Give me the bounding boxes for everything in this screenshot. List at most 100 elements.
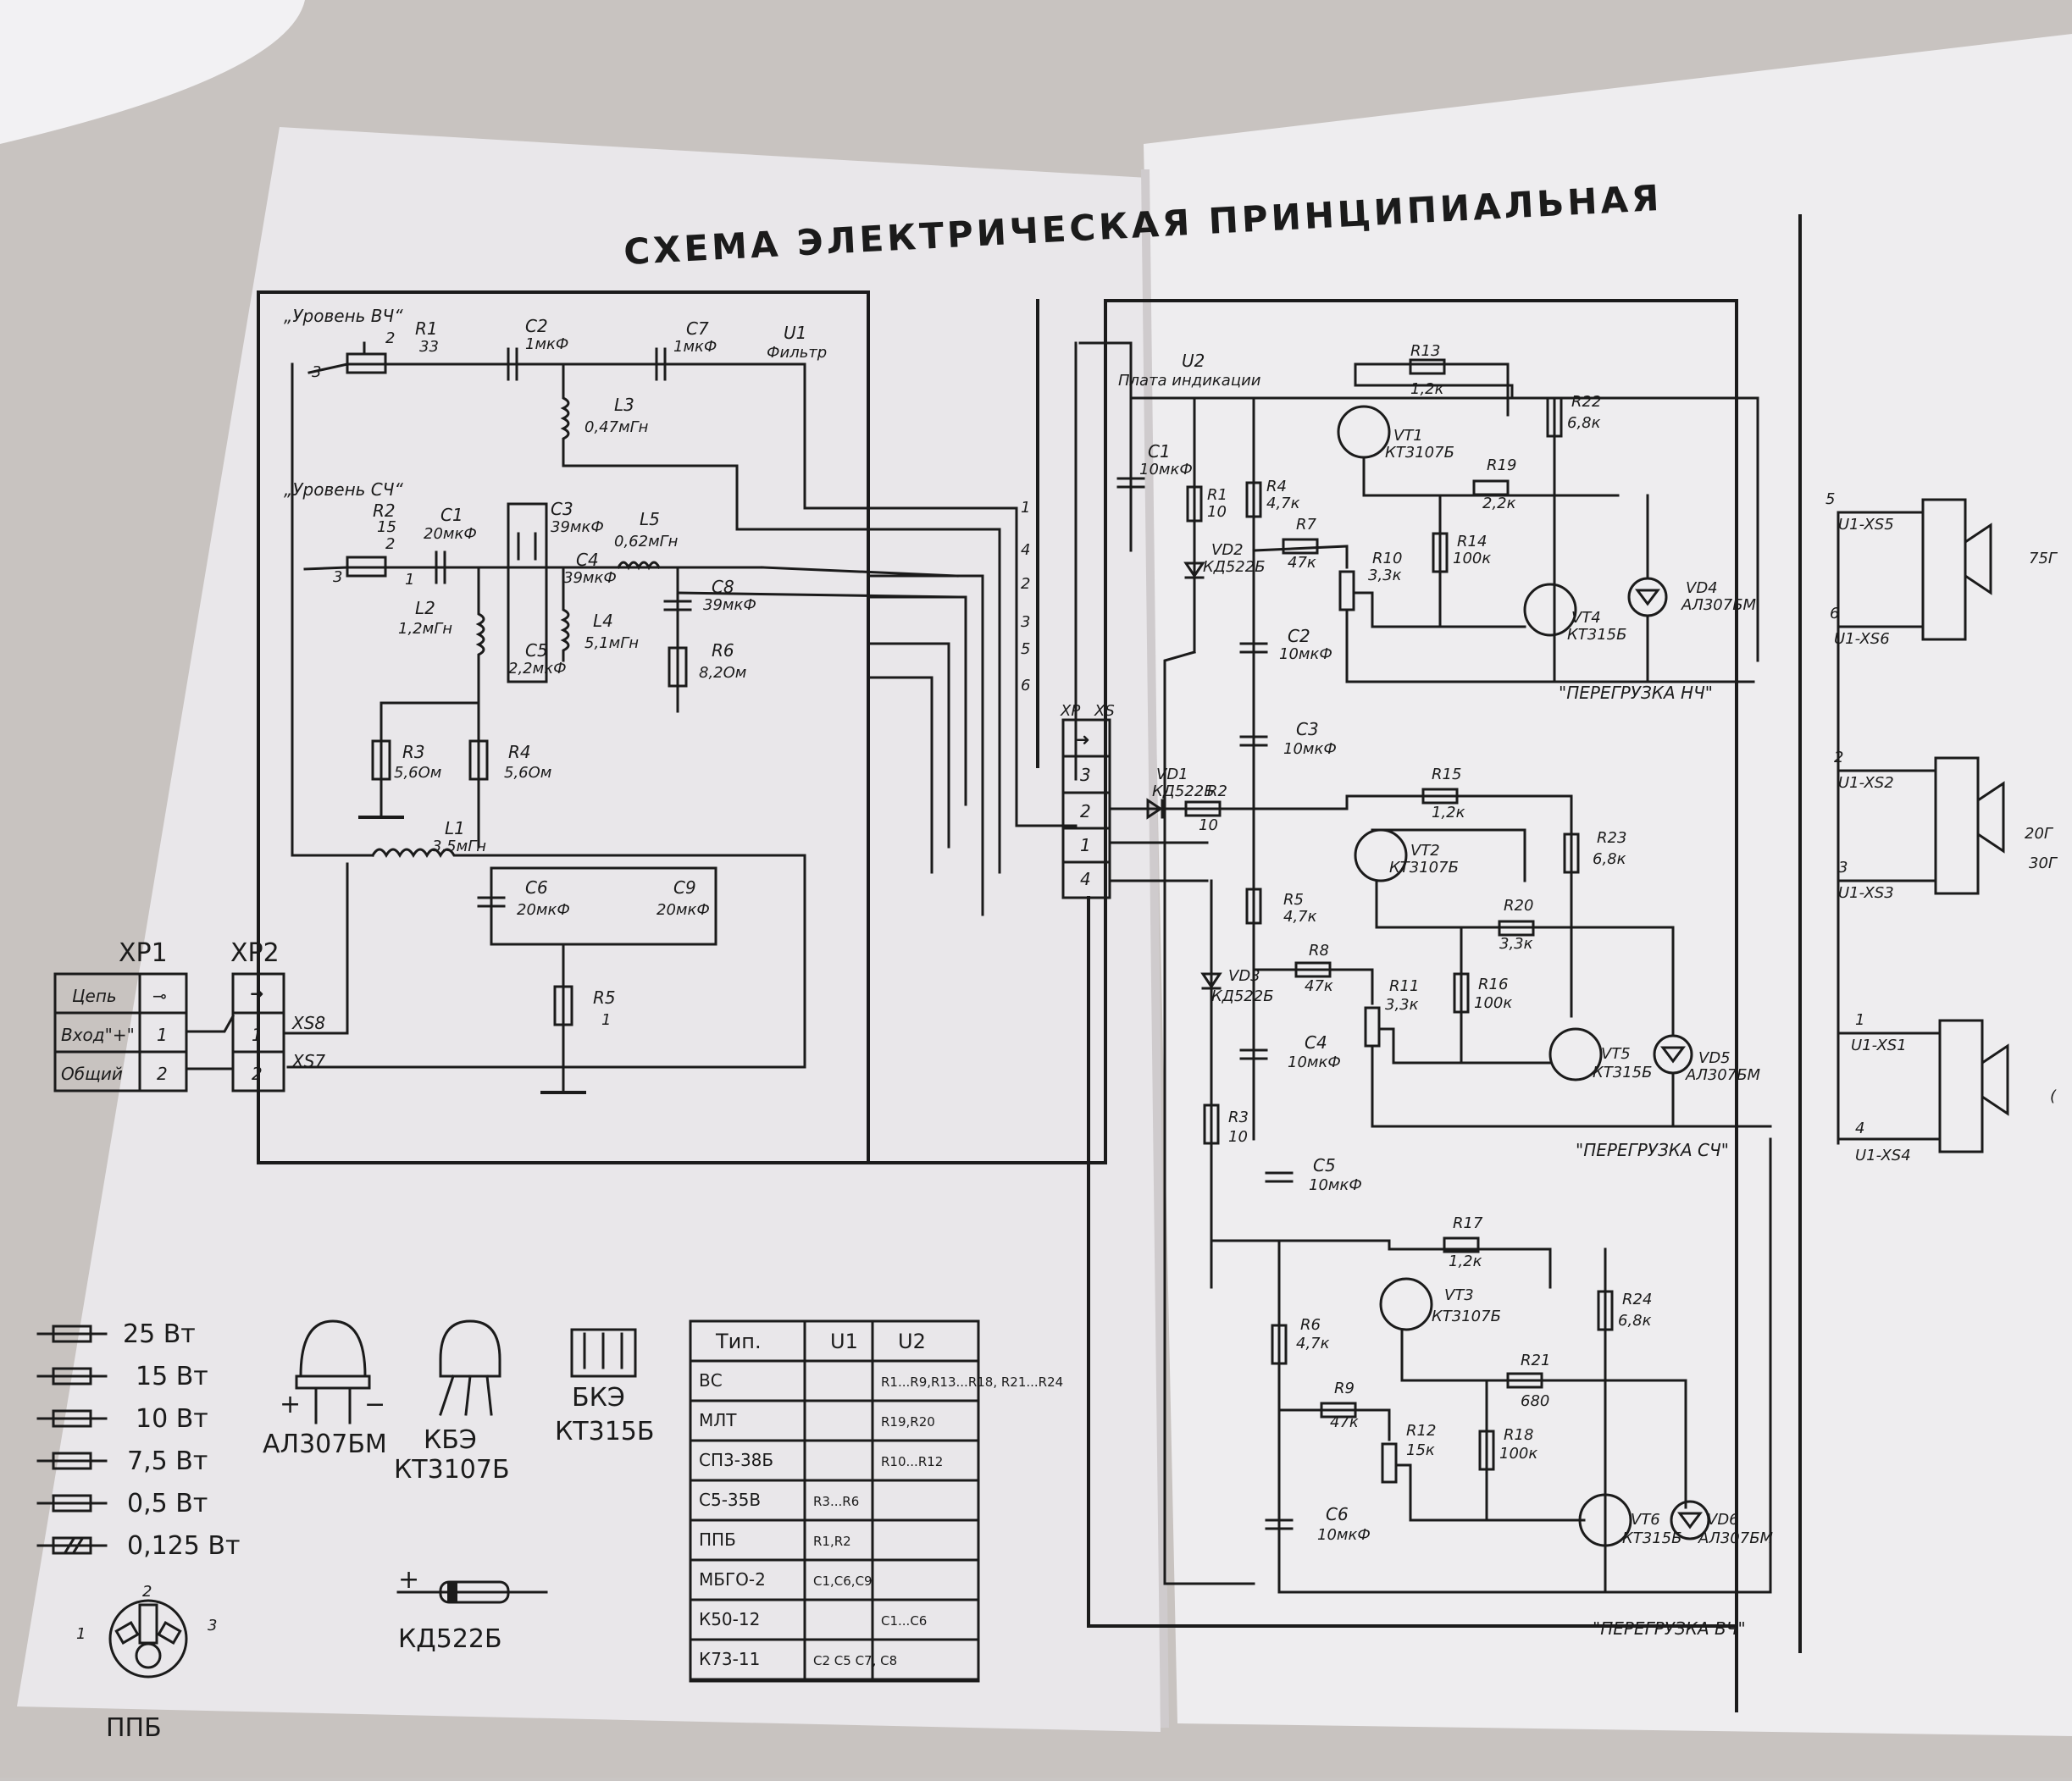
right-page — [1144, 34, 2072, 1736]
u2-r12-val: 15к — [1406, 1441, 1435, 1459]
u2-c5-val: 10мкФ — [1309, 1176, 1362, 1194]
table-cell-6-2: C1...C6 — [881, 1613, 927, 1629]
spk-num-2: 2 — [1834, 749, 1843, 766]
svg-text:➜: ➜ — [1076, 729, 1090, 749]
spk-num-6: 6 — [1830, 605, 1839, 622]
u2-vt1-val: КТ3107Б — [1385, 444, 1454, 462]
table-cell-0-2: R1...R9,R13...R18, R21...R24 — [881, 1374, 1063, 1390]
table-header-0: Тип. — [715, 1330, 762, 1353]
xp2-pin1: 1 — [252, 1025, 263, 1045]
u2-r15-ref: R15 — [1432, 766, 1461, 783]
u2-vt6-val: КТ315Б — [1622, 1529, 1681, 1547]
u2-r19-ref: R19 — [1487, 456, 1516, 474]
u2-r7-ref: R7 — [1296, 516, 1317, 534]
u1-pot2-pin1: 1 — [405, 571, 414, 589]
u2-r20-ref: R20 — [1504, 897, 1533, 915]
npn-pins: БКЭ — [572, 1383, 625, 1413]
u1-l5-ref: L5 — [640, 509, 660, 529]
u2-r20-val: 3,3к — [1499, 935, 1533, 953]
u2-c1-ref: C1 — [1148, 441, 1171, 462]
wire-num-5: 5 — [1021, 640, 1030, 658]
spk-num-4: 4 — [1855, 1120, 1864, 1137]
u2-r14-ref: R14 — [1457, 533, 1487, 550]
paper-corner — [0, 0, 305, 144]
pot-name: ППБ — [106, 1713, 162, 1743]
u2-r11-val: 3,3к — [1385, 996, 1419, 1014]
u1-l5-val: 0,62мГн — [614, 533, 679, 550]
legend-power-25: 25 Вт — [123, 1319, 196, 1349]
xp1-name: XP1 — [119, 938, 168, 968]
u1-l1-val: 3,5мГн — [432, 838, 486, 855]
u1-r3-val: 5,6Ом — [394, 764, 441, 782]
speaker-terminals: 5 U1-XS5 6 U1-XS6 75Г 2 U1-XS2 3 U1-XS3 … — [1825, 490, 2058, 1164]
u1-r5-val: 1 — [601, 1011, 611, 1029]
spk-cut-4: ( — [2050, 1087, 2057, 1105]
table-cell-5-1: C1,C6,C9 — [813, 1574, 873, 1589]
table-cell-3-0: С5-35В — [699, 1490, 761, 1510]
u2-r11-ref: R11 — [1389, 977, 1419, 995]
u1-c1-ref: C1 — [440, 505, 463, 525]
u1-r1-ref: R1 — [415, 318, 438, 339]
u2-r6-val: 4,7к — [1296, 1335, 1330, 1352]
u2-r14-val: 100к — [1453, 550, 1491, 567]
u2-vt5-ref: VT5 — [1601, 1045, 1631, 1063]
npn-name: КТ315Б — [555, 1417, 654, 1446]
u2-c1-val: 10мкФ — [1139, 461, 1193, 478]
led-minus: − — [364, 1390, 385, 1419]
u2-c6-ref: C6 — [1326, 1504, 1349, 1524]
u2-vt6-ref: VT6 — [1631, 1511, 1660, 1529]
u2-vd4-ref: VD4 — [1686, 579, 1718, 597]
led-legend: + − АЛ307БМ — [263, 1319, 387, 1459]
xs5-pin-4: 4 — [1080, 869, 1091, 889]
pot-legend: 2 1 3 ППБ — [76, 1583, 217, 1743]
u2-c3-ref: C3 — [1296, 719, 1319, 739]
u2-vd1-ref: VD1 — [1156, 766, 1188, 783]
u1-r1-val: 33 — [419, 338, 439, 356]
xp1-row1-pin: 1 — [157, 1025, 168, 1045]
u2-r12-ref: R12 — [1406, 1422, 1436, 1440]
u2-r16-val: 100к — [1474, 994, 1512, 1012]
u2-r5-val: 4,7к — [1283, 908, 1317, 926]
table-cell-1-0: МЛТ — [699, 1410, 737, 1430]
u2-r2-val: 10 — [1199, 816, 1218, 834]
table-cell-2-2: R10...R12 — [881, 1454, 943, 1469]
u2-r1-ref: R1 — [1207, 486, 1227, 504]
u1-c2-ref: C2 — [525, 316, 548, 336]
u2-vd2-val: КД522Б — [1203, 558, 1266, 576]
u1-l3-ref: L3 — [614, 395, 634, 415]
u1-c2-val: 1мкФ — [525, 335, 568, 353]
svg-text:➜: ➜ — [250, 983, 264, 1004]
u2-r1-val: 10 — [1207, 503, 1227, 521]
u2-vd6-ref: VD6 — [1707, 1511, 1739, 1529]
u2-r4-val: 4,7к — [1266, 495, 1300, 512]
u1-l4-val: 5,1мГн — [584, 634, 639, 652]
u1-l3-val: 0,47мГн — [584, 418, 649, 436]
u1-subtitle: Фильтр — [767, 344, 827, 362]
xp1-row2-label: Общий — [61, 1064, 123, 1084]
transistor-pnp-legend: КБЭ КТ3107Б — [394, 1319, 510, 1485]
u2-vd3-ref: VD3 — [1228, 967, 1260, 985]
u2-r23-ref: R23 — [1597, 829, 1626, 847]
table-cell-2-0: СП3-38Б — [699, 1450, 773, 1470]
spk-label-xs1: U1-XS1 — [1851, 1037, 1907, 1054]
u2-r3-val: 10 — [1228, 1128, 1248, 1146]
table-cell-5-0: МБГО-2 — [699, 1569, 766, 1590]
interconnect-wires: 1 4 2 3 5 6 — [867, 499, 1078, 916]
u1-r5-ref: R5 — [593, 987, 616, 1008]
xs5-pin-3: 3 — [1080, 765, 1091, 785]
u2-vd5-ref: VD5 — [1698, 1049, 1731, 1067]
table-header-1: U1 — [830, 1330, 858, 1353]
u1-c4-val: 39мкФ — [563, 569, 617, 587]
u2-r5-ref: R5 — [1283, 891, 1304, 909]
u2-vt4-val: КТ315Б — [1567, 626, 1626, 644]
spk-cut-3: 30Г — [2029, 855, 2058, 872]
u2-name: U2 — [1182, 351, 1205, 371]
u2-c5-ref: C5 — [1313, 1155, 1336, 1175]
spk-cut-2: 20Г — [2025, 825, 2054, 843]
u1-pot2-pin3: 3 — [333, 568, 342, 586]
u2-vt3-ref: VT3 — [1444, 1286, 1474, 1304]
u2-r10-val: 3,3к — [1368, 567, 1402, 584]
table-cell-6-0: К50-12 — [699, 1609, 760, 1629]
led-plus: + — [280, 1390, 301, 1419]
